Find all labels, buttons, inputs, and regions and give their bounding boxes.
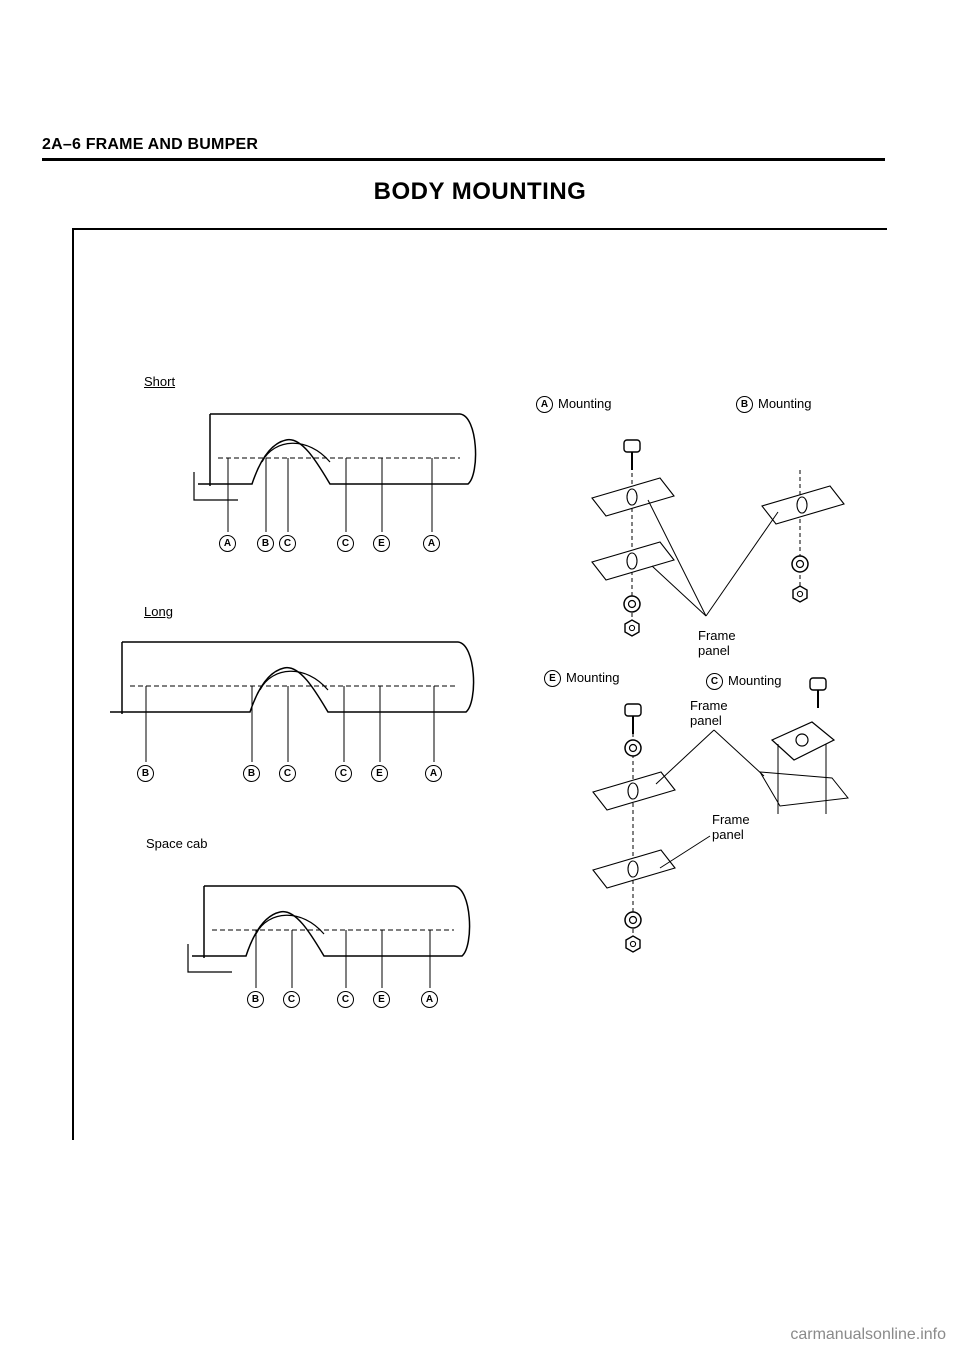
header-rule <box>42 158 885 161</box>
callout-b-icon: B <box>257 535 274 552</box>
frame-panel-label-3: Frame panel <box>712 812 750 842</box>
callout-c-icon: C <box>283 991 300 1008</box>
space-cab-diagram <box>187 885 471 988</box>
callout-b-icon: B <box>736 396 753 414</box>
mount-c-heading: C Mounting <box>706 673 782 691</box>
callout-e-icon: E <box>371 765 388 782</box>
callout-c-icon: C <box>337 535 354 552</box>
mount-e-heading: E Mounting <box>544 670 620 688</box>
long-cab-diagram <box>110 641 475 762</box>
callout-a-icon: A <box>421 991 438 1008</box>
mount-e-text: Mounting <box>566 670 620 685</box>
mount-a-heading: A Mounting <box>536 396 612 414</box>
callout-a-icon: A <box>425 765 442 782</box>
callout-c-icon: C <box>279 765 296 782</box>
short-label: Short <box>144 374 176 389</box>
section-header: 2A–6 FRAME AND BUMPER <box>42 136 259 153</box>
mount-b-text: Mounting <box>758 396 812 411</box>
callout-b-icon: B <box>137 765 154 782</box>
frame-panel-label-2: Frame panel <box>690 698 728 728</box>
callout-a-icon: A <box>536 396 553 414</box>
mount-a-text: Mounting <box>558 396 612 411</box>
callout-c-icon: C <box>335 765 352 782</box>
long-label: Long <box>144 604 173 619</box>
callout-e-icon: E <box>544 670 561 688</box>
short-cab-diagram <box>193 413 477 532</box>
callout-c-icon: C <box>279 535 296 552</box>
callout-c-icon: C <box>337 991 354 1008</box>
callout-a-icon: A <box>219 535 236 552</box>
leader-lines-frame-panel-2 <box>655 729 765 869</box>
space-cab-label: Space cab <box>146 836 208 851</box>
callout-b-icon: B <box>243 765 260 782</box>
watermark: carmanualsonline.info <box>790 1326 946 1343</box>
callout-e-icon: E <box>373 991 390 1008</box>
callout-b-icon: B <box>247 991 264 1008</box>
figure-frame-top <box>72 228 887 230</box>
callout-c-icon: C <box>706 673 723 691</box>
page-title: BODY MOUNTING <box>373 178 587 205</box>
mount-c-text: Mounting <box>728 673 782 688</box>
figure-frame-left <box>72 228 74 1140</box>
frame-panel-label-1: Frame panel <box>698 628 736 658</box>
mount-e-exploded <box>592 703 676 953</box>
mount-c-exploded <box>759 677 849 814</box>
mount-b-heading: B Mounting <box>736 396 812 414</box>
callout-e-icon: E <box>373 535 390 552</box>
mount-b-exploded <box>761 470 845 603</box>
callout-a-icon: A <box>423 535 440 552</box>
leader-lines-frame-panel-1 <box>647 499 779 617</box>
mount-a-exploded <box>591 439 675 637</box>
